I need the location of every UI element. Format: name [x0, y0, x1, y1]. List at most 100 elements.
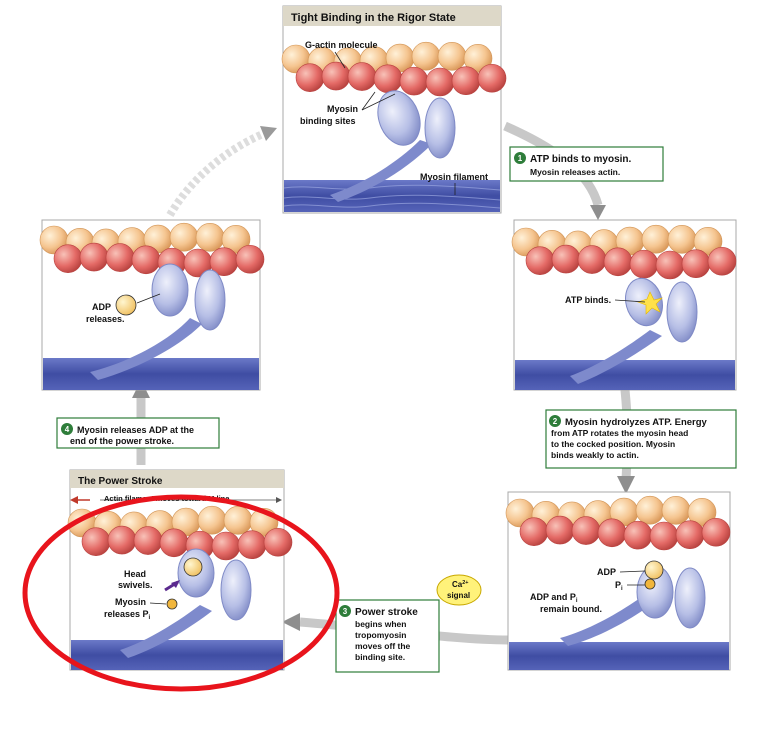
- g-actin-bead: [81, 527, 111, 556]
- cocked-pi-label: Pi: [615, 580, 623, 592]
- cocked-remain-line2: remain bound.: [540, 604, 602, 614]
- g-actin-bead: [235, 244, 265, 274]
- cycle-arrowhead-1: [590, 205, 606, 220]
- panel-power-stroke: The Power Stroke Actin filament moves to…: [67, 469, 293, 671]
- g-actin-bead: [707, 246, 737, 276]
- g-actin-bead: [53, 244, 83, 273]
- head-label-2: swivels.: [118, 580, 153, 590]
- myosin-head-2: [194, 269, 226, 331]
- g-actin-bead: [519, 517, 549, 546]
- actin-filament: [511, 224, 737, 280]
- step-4-line2: end of the power stroke.: [70, 436, 174, 446]
- step-1-line1: ATP binds to myosin.: [530, 154, 632, 165]
- g-actin-bead: [623, 520, 653, 550]
- g-actin-bead: [347, 62, 377, 91]
- g-actin-bead: [635, 495, 665, 525]
- g-actin-bead: [603, 247, 633, 277]
- g-actin-bead: [463, 44, 493, 73]
- g-actin-bead: [169, 222, 199, 252]
- myosin-filament: [71, 640, 283, 670]
- g-actin-bead: [263, 527, 293, 557]
- myosin-head-2: [220, 559, 252, 621]
- g-actin-bead: [667, 225, 697, 254]
- myosin-filament: [515, 360, 735, 390]
- step-3-box: 3 Power stroke begins when tropomyosin m…: [335, 599, 440, 673]
- g-actin-bead: [477, 63, 507, 93]
- step-2-line4: binds weakly to actin.: [551, 450, 639, 460]
- step-4-line1: Myosin releases ADP at the: [77, 425, 194, 435]
- myosin-filament: [43, 358, 259, 390]
- step-2-line2: from ATP rotates the myosin head: [551, 428, 688, 438]
- step-1-box: 1 ATP binds to myosin. Myosin releases a…: [509, 146, 664, 182]
- swivel-arrow-icon: [171, 580, 180, 588]
- g-actin-bead: [105, 243, 135, 272]
- step-4-number: 4: [65, 425, 70, 434]
- atp-label: ATP binds.: [565, 295, 611, 305]
- g-actin-bead: [451, 66, 481, 96]
- step-3-line4: moves off the: [355, 641, 411, 651]
- cocked-adp-label: ADP: [597, 567, 616, 577]
- myosin-head-2: [424, 97, 456, 159]
- g-actin-bead: [571, 516, 601, 545]
- g-actin-bead: [681, 249, 711, 279]
- step-3-number: 3: [343, 607, 348, 616]
- gactin-label: G-actin molecule: [305, 40, 378, 50]
- rigor-title: Tight Binding in the Rigor State: [291, 12, 456, 24]
- head-label-1: Head: [124, 569, 146, 579]
- binding-label-2: binding sites: [300, 116, 356, 126]
- atp-burst-icon: [637, 291, 663, 315]
- g-actin-bead: [399, 66, 429, 96]
- filament-label: Myosin filament: [420, 172, 488, 182]
- actin-filament: [39, 222, 265, 278]
- g-actin-bead: [237, 530, 267, 560]
- adp-molecule: [115, 294, 137, 316]
- g-actin-bead: [693, 227, 723, 256]
- panel-rigor-state: Tight Binding in the Rigor State G-actin…: [281, 5, 507, 214]
- g-actin-bead: [661, 496, 691, 525]
- g-actin-bead: [159, 528, 189, 558]
- g-actin-bead: [701, 517, 731, 547]
- g-actin-bead: [195, 223, 225, 252]
- g-actin-bead: [525, 246, 555, 275]
- myosin-label-1: Myosin: [115, 597, 146, 607]
- g-actin-bead: [197, 505, 227, 535]
- step-3-line2: begins when: [355, 619, 406, 629]
- g-actin-bead: [629, 249, 659, 279]
- power-title: The Power Stroke: [78, 476, 163, 487]
- myosin-head: [377, 90, 421, 146]
- g-actin-bead: [131, 245, 161, 275]
- release-label: releases.: [86, 314, 125, 324]
- g-actin-bead: [597, 518, 627, 548]
- g-actin-bead: [437, 42, 467, 71]
- g-actin-bead: [687, 498, 717, 527]
- adp-molecule: [183, 557, 203, 577]
- step-3-line5: binding site.: [355, 652, 405, 662]
- g-actin-bead: [641, 224, 671, 254]
- g-actin-bead: [321, 61, 351, 91]
- g-actin-bead: [221, 225, 251, 254]
- actin-filament: [281, 41, 507, 97]
- g-actin-bead: [295, 63, 325, 92]
- panel-cocked-position: ADP Pi ADP and Pi remain bound.: [505, 491, 731, 671]
- cycle-arrowhead-3: [282, 613, 300, 631]
- step-2-number: 2: [553, 417, 558, 426]
- release-adp-label: ADP: [92, 302, 111, 312]
- step-2-line3: to the cocked position. Myosin: [551, 439, 675, 449]
- step-2-box: 2 Myosin hydrolyzes ATP. Energy from ATP…: [545, 409, 737, 469]
- actin-filament: [67, 505, 293, 561]
- calcium-signal: Ca2+ signal: [436, 574, 482, 606]
- g-actin-bead: [79, 242, 109, 272]
- binding-label-1: Myosin: [327, 104, 358, 114]
- cocked-remain-line1: ADP and Pi: [530, 592, 578, 604]
- step-3-line1: Power stroke: [355, 607, 418, 618]
- step-3-line3: tropomyosin: [355, 630, 406, 640]
- g-actin-bead: [649, 521, 679, 551]
- g-actin-bead: [107, 525, 137, 555]
- g-actin-bead: [425, 67, 455, 97]
- panel-adp-release: ADP releases.: [39, 219, 265, 391]
- cycle-arrowhead-2: [617, 476, 635, 494]
- phosphate-molecule: [166, 598, 178, 610]
- myosin-head: [151, 263, 189, 317]
- cycle-arrowhead-5: [260, 126, 277, 141]
